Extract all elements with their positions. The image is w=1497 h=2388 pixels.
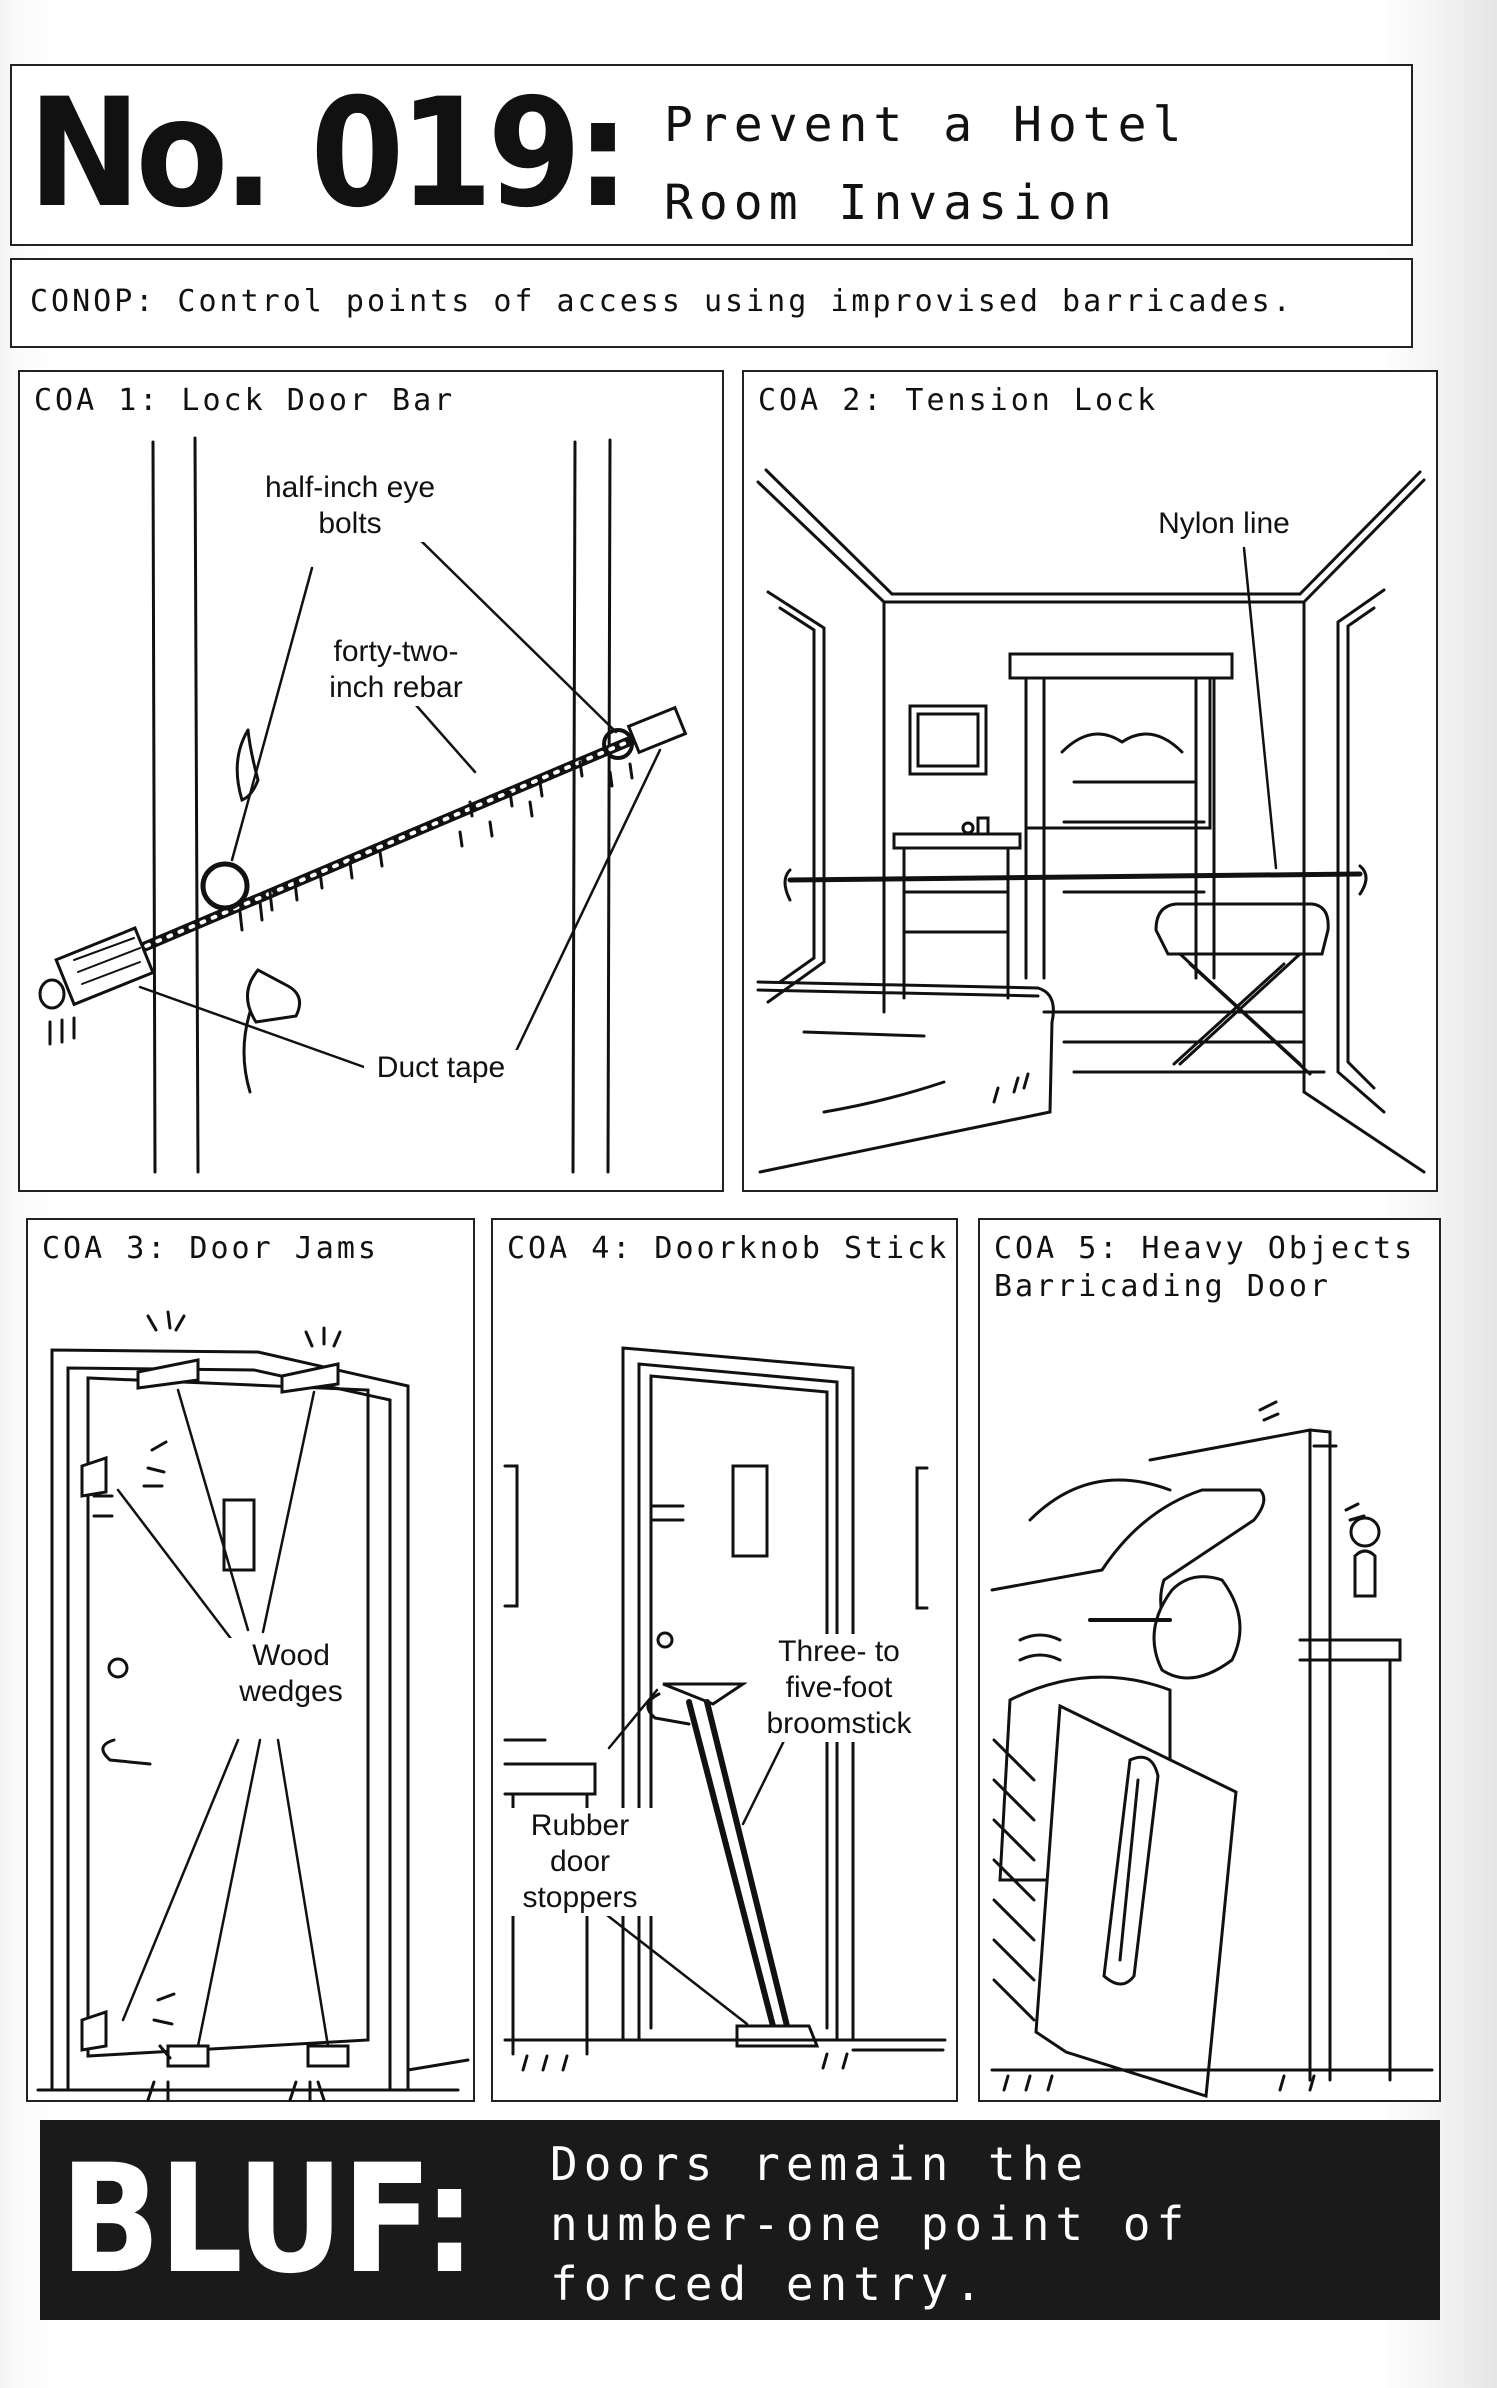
bluf-line-3: forced entry. xyxy=(550,2257,989,2311)
callout-wood-wedges: Wood wedges xyxy=(224,1638,358,1710)
callout-nylon-line: Nylon line xyxy=(1142,506,1306,542)
bluf-text: Doors remain the number-one point of for… xyxy=(550,2134,1410,2314)
bluf-line-1: Doors remain the xyxy=(550,2137,1090,2191)
title-line-1: Prevent a Hotel xyxy=(664,97,1188,153)
tension-lock-illustration xyxy=(756,468,1426,1174)
panel-lock-door-bar: COA 1: Lock Door Bar half-inch eye bolts… xyxy=(18,370,724,1192)
panel-tension-lock: COA 2: Tension Lock Nylon line xyxy=(742,370,1438,1192)
callout-duct-tape: Duct tape xyxy=(364,1050,518,1086)
callout-door-stoppers: Rubber door stoppers xyxy=(503,1808,657,1916)
conop-box: CONOP: Control points of access using im… xyxy=(10,258,1413,348)
title-line-2: Room Invasion xyxy=(664,175,1118,231)
callout-eye-bolts: half-inch eye bolts xyxy=(258,470,442,542)
panel-1-label: COA 1: Lock Door Bar xyxy=(34,383,456,418)
panel-2-label: COA 2: Tension Lock xyxy=(758,383,1159,418)
door-jams-illustration xyxy=(36,1310,470,2102)
conop-text: CONOP: Control points of access using im… xyxy=(30,284,1294,319)
callout-broomstick: Three- to five-foot broomstick xyxy=(747,1634,931,1742)
panel-heavy-objects: COA 5: Heavy Objects Barricading Door xyxy=(978,1218,1441,2102)
panel-doorknob-stick: COA 4: Doorknob Stick Three- to five-foo… xyxy=(491,1218,958,2102)
bluf-box: BLUF: Doors remain the number-one point … xyxy=(40,2120,1440,2320)
entry-number: No. 019: xyxy=(28,67,630,241)
callout-rebar: forty-two-inch rebar xyxy=(314,634,478,706)
lock-door-bar-illustration xyxy=(38,436,688,1174)
title-box: No. 019: Prevent a Hotel Room Invasion xyxy=(10,64,1413,246)
heavy-objects-illustration xyxy=(990,1400,1434,2098)
bluf-line-2: number-one point of xyxy=(550,2197,1191,2251)
panel-4-label: COA 4: Doorknob Stick xyxy=(507,1231,950,1266)
panel-door-jams: COA 3: Door Jams Wood wedges xyxy=(26,1218,475,2102)
bluf-label: BLUF: xyxy=(60,2133,476,2307)
entry-title: Prevent a Hotel Room Invasion xyxy=(664,86,1384,242)
panel-5-label: COA 5: Heavy Objects Barricading Door xyxy=(994,1231,1416,1304)
panel-3-label: COA 3: Door Jams xyxy=(42,1231,379,1266)
